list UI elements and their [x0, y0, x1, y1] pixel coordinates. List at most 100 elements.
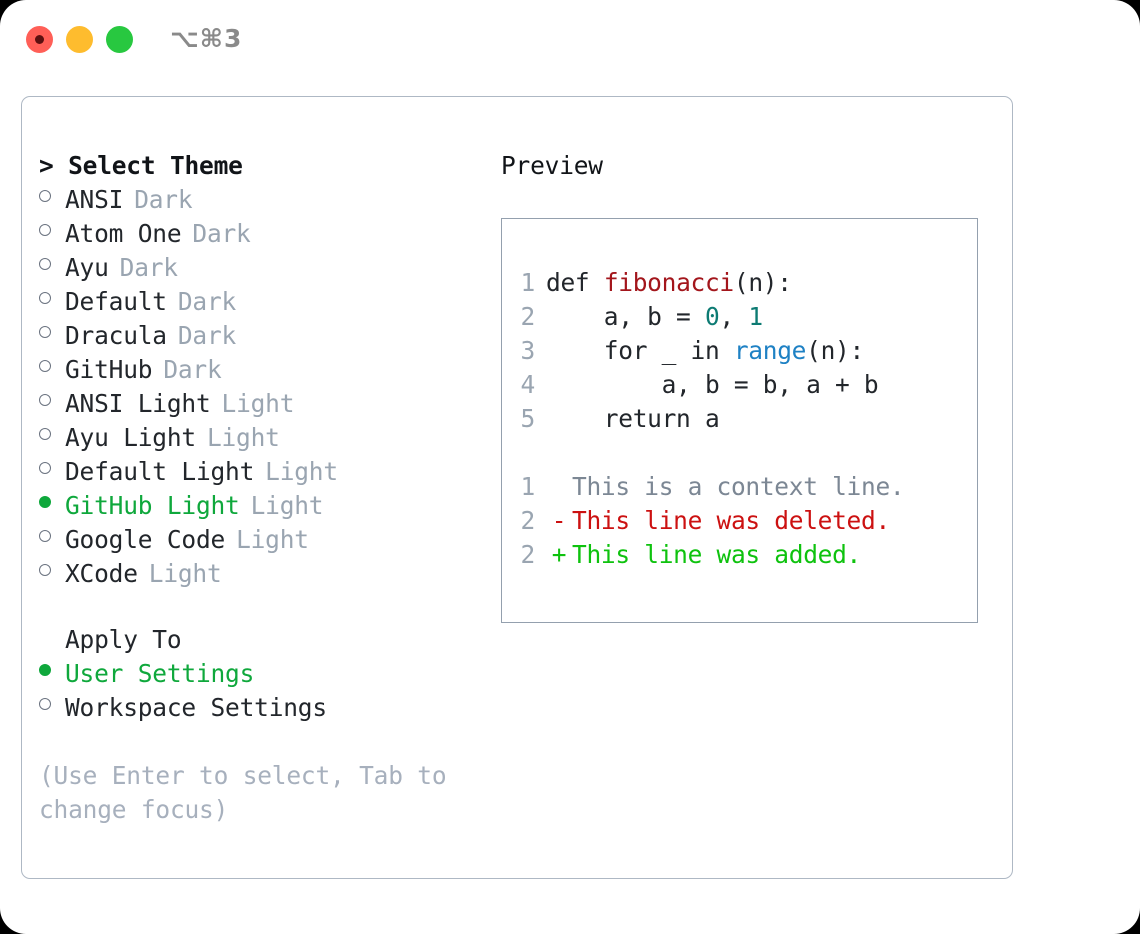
code-line: 5 return a	[502, 402, 977, 436]
theme-option-ansi[interactable]: ANSI Dark	[39, 183, 479, 217]
apply-to-option-label: Workspace Settings	[65, 693, 327, 722]
radio-unselected-icon	[39, 698, 51, 710]
theme-option-tag: Dark	[134, 185, 193, 214]
close-button-icon[interactable]	[26, 26, 53, 53]
diff-text: This line was deleted.	[572, 506, 890, 535]
theme-option-label: GitHub Light	[65, 491, 240, 520]
radio-selected-icon	[39, 496, 51, 508]
code-line: 3 for _ in range(n):	[502, 334, 977, 368]
code-token-plain: a, b =	[546, 302, 705, 331]
line-number: 2	[520, 302, 536, 331]
diff-text: This is a context line.	[572, 472, 905, 501]
radio-selected-icon	[39, 664, 51, 676]
theme-option-dracula[interactable]: Dracula Dark	[39, 319, 479, 353]
code-line: 2 a, b = 0, 1	[502, 300, 977, 334]
code-token-plain: (n):	[733, 268, 792, 297]
code-token-number: 1	[748, 302, 763, 331]
theme-option-atom-one[interactable]: Atom One Dark	[39, 217, 479, 251]
radio-unselected-icon	[39, 564, 51, 576]
theme-option-label: Default	[65, 287, 167, 316]
theme-option-tag: Light	[265, 457, 338, 486]
apply-to-option-workspace-settings[interactable]: Workspace Settings	[39, 691, 479, 725]
code-token-plain: ,	[719, 302, 749, 331]
theme-option-ansi-light[interactable]: ANSI Light Light	[39, 387, 479, 421]
apply-to-title: Apply To	[65, 625, 182, 654]
theme-option-label: Ayu Light	[65, 423, 196, 452]
theme-option-github-light[interactable]: GitHub Light Light	[39, 489, 479, 523]
theme-option-label: Dracula	[65, 321, 167, 350]
diff-marker: -	[551, 506, 567, 535]
theme-option-label: ANSI	[65, 185, 124, 214]
theme-option-ayu-light[interactable]: Ayu Light Light	[39, 421, 479, 455]
diff-line-deleted: 2-This line was deleted.	[502, 504, 977, 538]
code-text: return a	[546, 402, 720, 436]
diff-text: This line was added.	[572, 540, 862, 569]
window-controls	[26, 26, 133, 53]
select-theme-header: > Select Theme	[39, 151, 243, 180]
code-token-plain: a, b = b, a + b	[546, 370, 879, 399]
diff-sample: 1 This is a context line.2-This line was…	[502, 470, 977, 572]
line-number: 5	[520, 404, 536, 433]
diff-marker: +	[551, 540, 567, 569]
diff-line-number: 2	[520, 540, 536, 569]
minimize-button-icon[interactable]	[66, 26, 93, 53]
radio-unselected-icon	[39, 326, 51, 338]
radio-unselected-icon	[39, 530, 51, 542]
theme-option-tag: Light	[250, 491, 324, 520]
radio-unselected-icon	[39, 258, 51, 270]
diff-line-number: 1	[520, 472, 536, 501]
theme-option-tag: Light	[221, 389, 295, 418]
radio-unselected-icon	[39, 224, 51, 236]
line-number: 3	[520, 336, 536, 365]
theme-option-label: Ayu	[65, 253, 109, 282]
code-token-plain: return a	[546, 404, 720, 433]
theme-option-label: Atom One	[65, 219, 182, 248]
apply-to-option-label: User Settings	[65, 659, 255, 688]
code-token-function: fibonacci	[603, 268, 734, 297]
code-text: for _ in range(n):	[546, 334, 864, 368]
code-token-call: range	[733, 336, 807, 365]
preview-title: Preview	[501, 151, 603, 180]
theme-option-label: Default Light	[65, 457, 255, 486]
radio-unselected-icon	[39, 462, 51, 474]
title-bar: ⌥⌘3	[0, 0, 1140, 78]
line-number: 4	[520, 370, 536, 399]
diff-line-context: 1 This is a context line.	[502, 470, 977, 504]
line-number: 1	[520, 268, 536, 297]
theme-option-tag: Dark	[163, 355, 222, 384]
maximize-button-icon[interactable]	[106, 26, 133, 53]
apply-to-option-user-settings[interactable]: User Settings	[39, 657, 479, 691]
radio-unselected-icon	[39, 428, 51, 440]
code-line: 1 def fibonacci(n):	[502, 266, 977, 300]
diff-line-number: 2	[520, 506, 536, 535]
section-spacer	[39, 591, 479, 623]
theme-option-tag: Dark	[192, 219, 251, 248]
theme-option-default-light[interactable]: Default Light Light	[39, 455, 479, 489]
theme-option-label: ANSI Light	[65, 389, 211, 418]
keyboard-hint-text: (Use Enter to select, Tab to change focu…	[39, 761, 447, 824]
radio-unselected-icon	[39, 360, 51, 372]
code-token-plain: (n):	[806, 336, 864, 365]
radio-unselected-icon	[39, 394, 51, 406]
theme-option-default[interactable]: Default Dark	[39, 285, 479, 319]
diff-marker	[546, 470, 572, 504]
theme-option-tag: Dark	[177, 287, 237, 316]
theme-option-label: XCode	[65, 559, 138, 588]
theme-option-tag: Dark	[177, 321, 237, 350]
diff-line-added: 2 +This line was added.	[502, 538, 977, 572]
theme-option-tag: Light	[206, 423, 280, 452]
code-token-plain: for _ in	[546, 336, 734, 365]
code-token-plain: def	[546, 268, 604, 297]
theme-option-label: Google Code	[65, 525, 226, 554]
code-text: a, b = 0, 1	[546, 300, 763, 334]
